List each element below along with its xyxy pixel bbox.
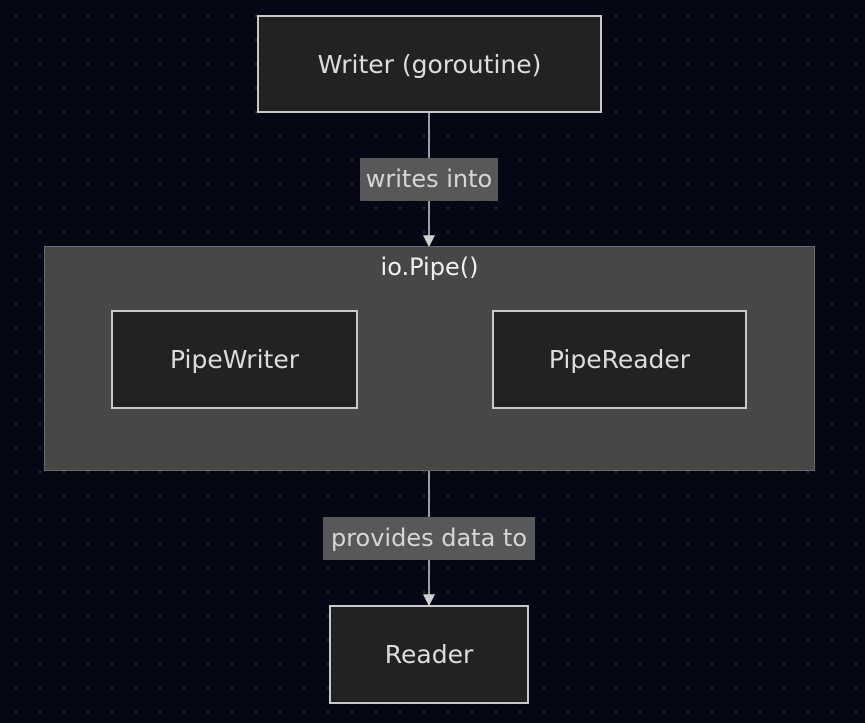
writer-goroutine-label: Writer (goroutine) (317, 49, 542, 79)
pipe-reader-label: PipeReader (548, 345, 691, 374)
reader-node: Reader (329, 605, 529, 704)
pipe-writer-node: PipeWriter (111, 310, 358, 409)
pipe-writer-label: PipeWriter (169, 345, 299, 374)
edge-label-writes-into: writes into (360, 158, 498, 201)
io-pipe-group-title: io.Pipe() (380, 253, 479, 281)
reader-label: Reader (384, 640, 474, 669)
edge-label-provides-data-to: provides data to (323, 517, 535, 560)
writer-goroutine-node: Writer (goroutine) (257, 15, 602, 113)
pipe-reader-node: PipeReader (492, 310, 747, 409)
